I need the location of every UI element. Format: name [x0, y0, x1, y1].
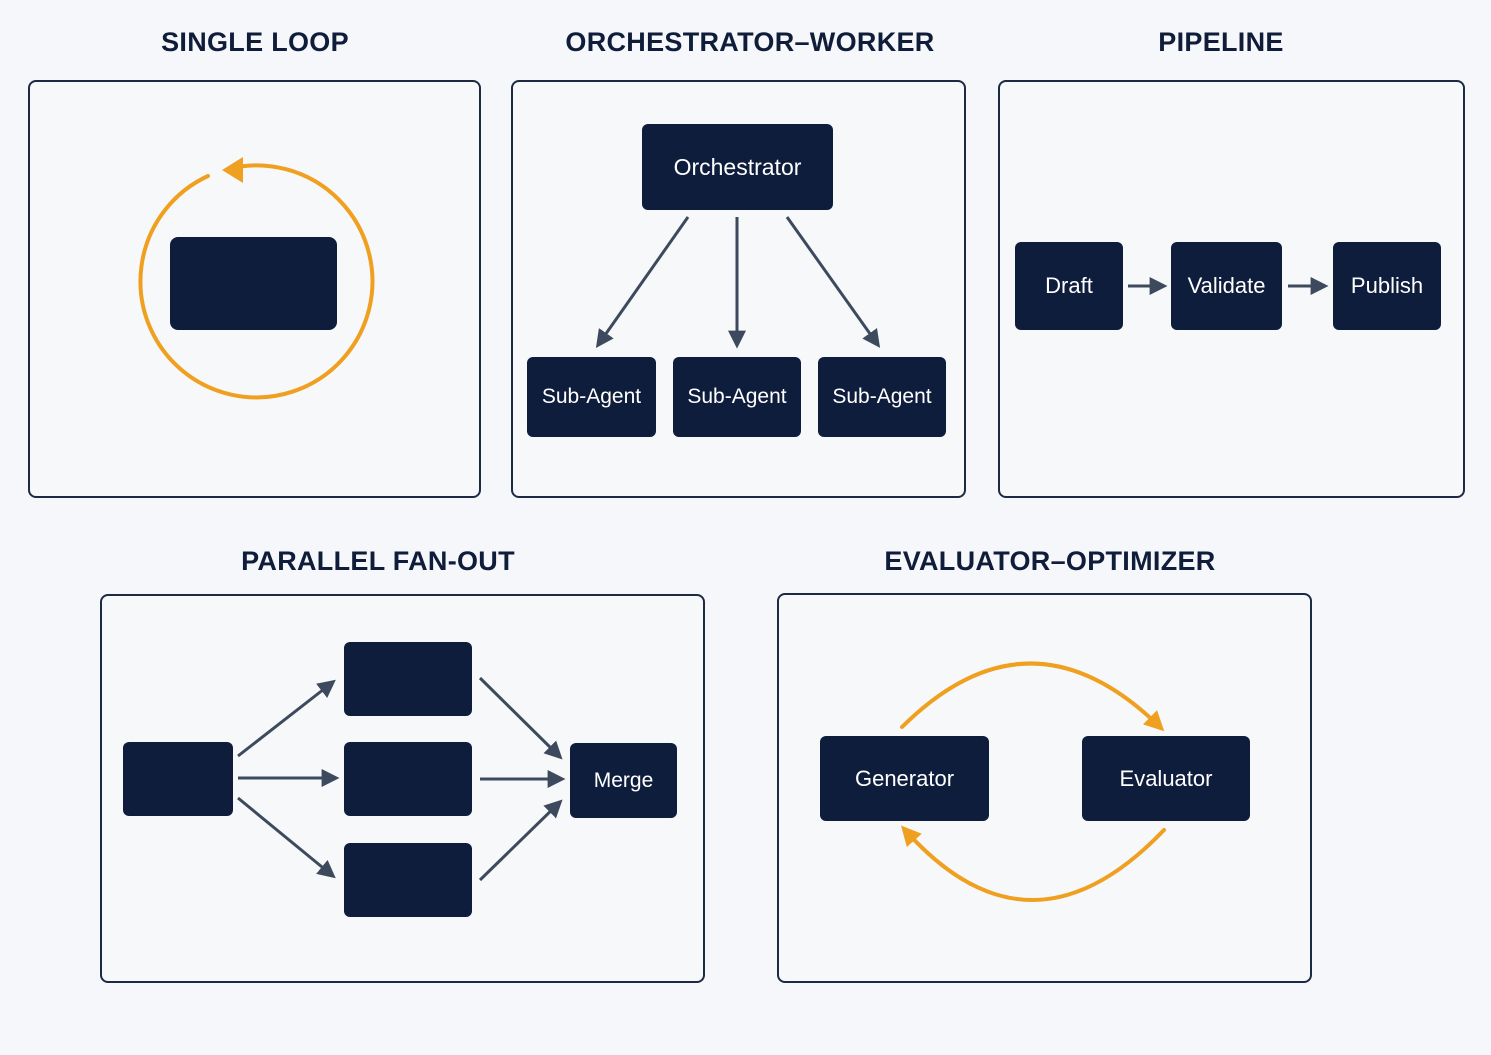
pipeline-stage-draft: Draft — [1015, 242, 1123, 330]
sub-agent-node-1: Sub-Agent — [527, 357, 656, 437]
single-loop-agent-node — [170, 237, 337, 330]
parallel-fan-out-title: PARALLEL FAN-OUT — [241, 546, 515, 576]
pipeline-stage-publish: Publish — [1333, 242, 1441, 330]
parallel-worker-node-3 — [344, 843, 472, 917]
sub-agent-node-2: Sub-Agent — [673, 357, 801, 437]
evaluator-optimizer-title: EVALUATOR–OPTIMIZER — [884, 546, 1216, 576]
parallel-worker-node-2 — [344, 742, 472, 816]
orchestrator-node: Orchestrator — [642, 124, 833, 210]
single-loop-title: SINGLE LOOP — [161, 27, 349, 57]
orchestrator-worker-title: ORCHESTRATOR–WORKER — [565, 27, 935, 57]
pipeline-stage-validate: Validate — [1171, 242, 1282, 330]
parallel-worker-node-1 — [344, 642, 472, 716]
merge-node: Merge — [570, 743, 677, 818]
pipeline-title: PIPELINE — [1158, 27, 1284, 57]
fan-out-source-node — [123, 742, 233, 816]
generator-node: Generator — [820, 736, 989, 821]
sub-agent-node-3: Sub-Agent — [818, 357, 946, 437]
evaluator-node: Evaluator — [1082, 736, 1250, 821]
